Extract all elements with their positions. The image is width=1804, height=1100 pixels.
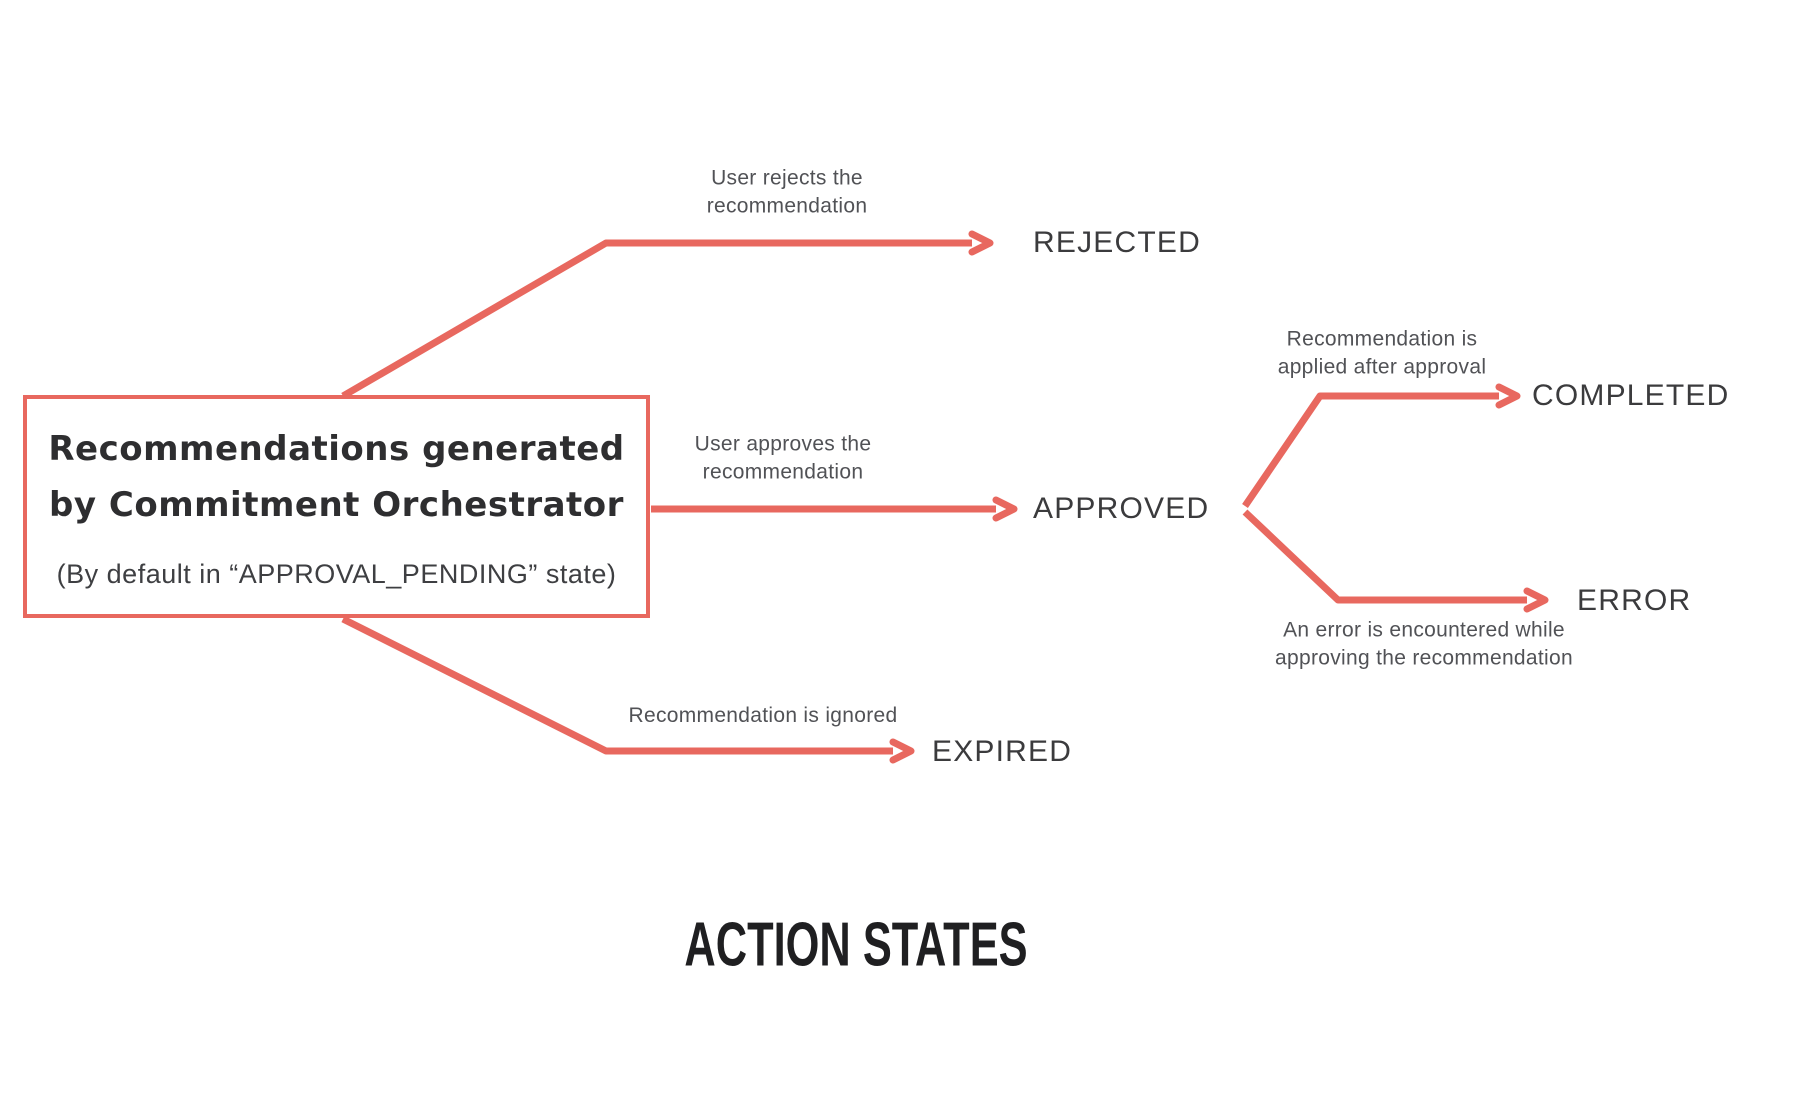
source-box-title-line2: by Commitment Orchestrator (49, 485, 624, 525)
source-box-title-line1: Recommendations generated (48, 429, 625, 469)
label-ignored-line1: Recommendation is ignored (628, 703, 898, 727)
source-box-subtitle: (By default in “APPROVAL_PENDING” state) (56, 559, 617, 589)
label-user-rejects-line1: User rejects the (711, 166, 863, 190)
diagram-title: ACTION STATES (684, 910, 1028, 980)
label-error-line2: approving the recommendation (1275, 647, 1573, 670)
label-user-approves-line2: recommendation (702, 461, 864, 484)
source-box: Recommendations generated by Commitment … (23, 395, 650, 618)
arrow-completed (1242, 383, 1521, 508)
label-user-approves-line1: User approves the (694, 432, 872, 456)
state-error: ERROR (1577, 584, 1692, 617)
state-expired: EXPIRED (932, 735, 1073, 768)
state-rejected: REJECTED (1033, 226, 1201, 259)
state-completed: COMPLETED (1532, 379, 1730, 412)
label-error-line1: An error is encountered while (1283, 618, 1565, 642)
label-error-encountered: An error is encountered while approving … (1275, 617, 1573, 674)
label-applied-line2: applied after approval (1277, 356, 1487, 379)
label-user-rejects: User rejects the recommendation (707, 165, 868, 222)
source-box-title: Recommendations generated by Commitment … (48, 421, 624, 533)
label-user-approves: User approves the recommendation (695, 431, 872, 488)
label-applied-line1: Recommendation is (1286, 327, 1478, 351)
arrow-rejected (341, 230, 994, 400)
label-recommendation-ignored: Recommendation is ignored (629, 702, 898, 730)
state-approved: APPROVED (1033, 492, 1210, 525)
arrow-expired (341, 615, 915, 764)
arrow-error (1242, 509, 1549, 613)
label-user-rejects-line2: recommendation (706, 195, 868, 218)
label-applied-after-approval: Recommendation is applied after approval (1278, 326, 1487, 383)
